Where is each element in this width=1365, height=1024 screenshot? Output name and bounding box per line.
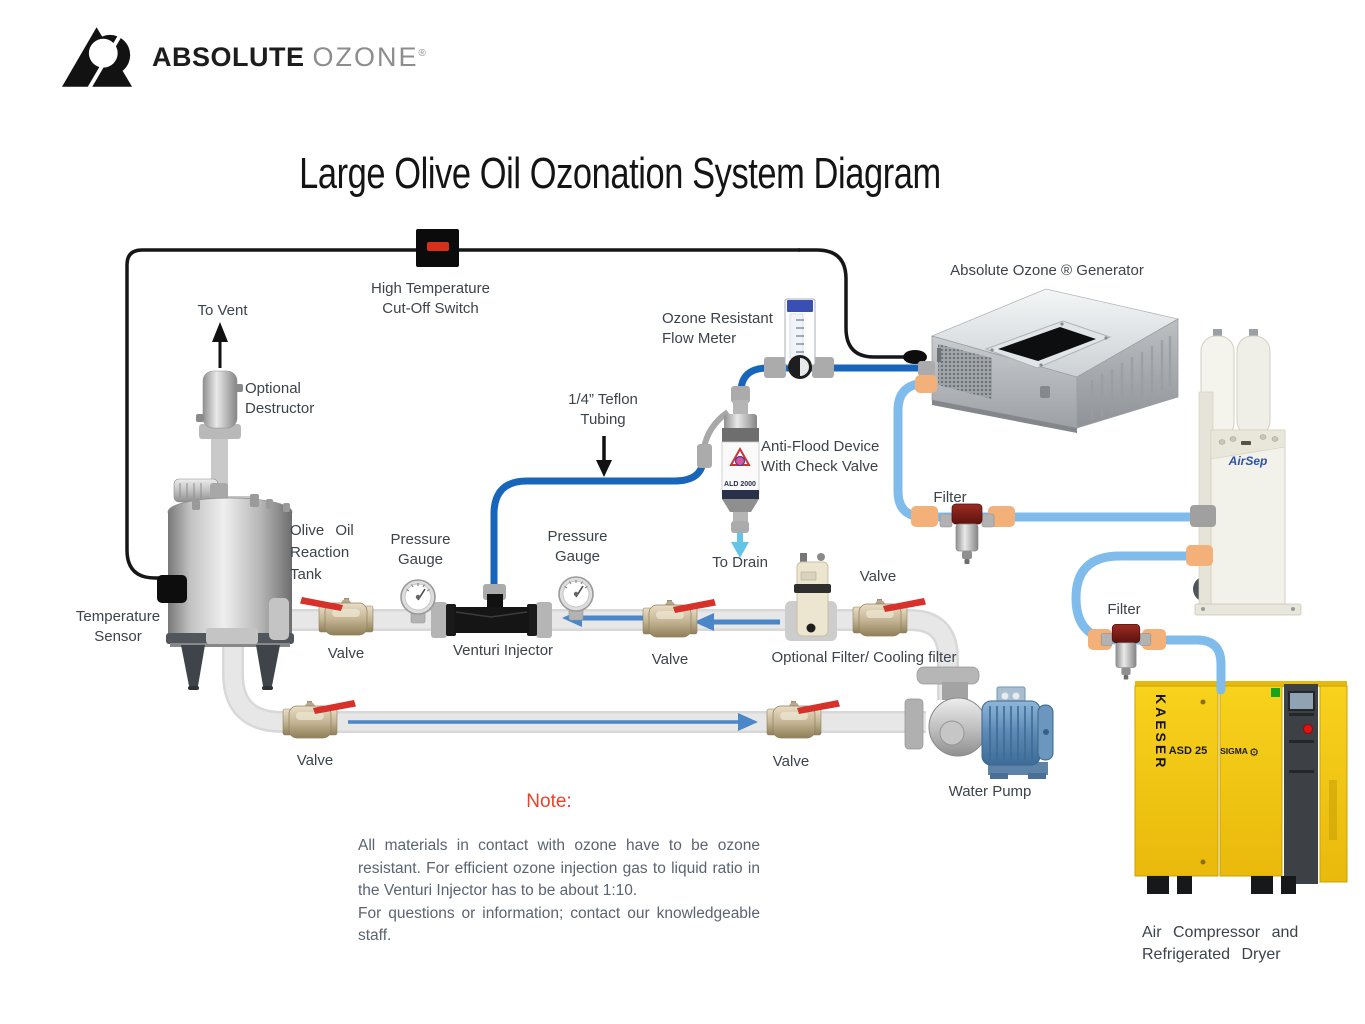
label-optional-filter: Optional Filter/ Cooling filter — [771, 649, 957, 666]
registered-mark: ® — [418, 47, 427, 59]
ozone-flow-meter — [784, 298, 816, 379]
water-piping — [211, 436, 959, 733]
note-paragraph-2: For questions or information; contact ou… — [358, 904, 760, 945]
brand-word-absolute: ABSOLUTE — [152, 41, 305, 72]
label-water-pump: Water Pump — [948, 783, 1032, 800]
note-paragraph-1: All materials in contact with ozone have… — [358, 837, 760, 899]
air-compressor: KAESER ASD 25 SIGMA ⚙ — [1134, 681, 1348, 894]
absolute-ozone-logo-icon — [62, 27, 133, 88]
high-temp-cutoff-switch — [416, 229, 459, 267]
brand-word-ozone: OZONE — [312, 41, 419, 72]
kaeser-model-text: ASD 25 — [1169, 745, 1208, 757]
temperature-sensor — [157, 575, 187, 603]
anti-flood-device: ALD 2000 — [721, 400, 760, 533]
label-ozone-generator: Absolute Ozone ® Generator — [950, 262, 1144, 279]
kaeser-series-text: SIGMA — [1220, 746, 1248, 756]
to-drain-arrow — [731, 532, 749, 558]
ozone-destructor — [196, 370, 243, 439]
anti-flood-model-text: ALD 2000 — [724, 481, 756, 488]
airsep-brand-text: AirSep — [1228, 454, 1268, 468]
label-to-vent: To Vent — [197, 302, 248, 319]
flow-arrows — [348, 609, 780, 731]
label-valve-injection-line: Valve — [651, 651, 689, 668]
to-vent-arrow — [212, 322, 228, 368]
label-filter-top: Filter — [933, 489, 967, 506]
note-body: All materials in contact with ozone have… — [358, 835, 760, 948]
label-valve-filter-line: Valve — [859, 568, 897, 585]
sigma-gear-icon: ⚙ — [1249, 747, 1259, 759]
ozone-generator — [930, 288, 1180, 433]
oxygen-concentrator: AirSep — [1193, 329, 1302, 616]
optional-cooling-filter — [785, 553, 837, 641]
teflon-pointer-arrow — [596, 436, 612, 477]
note-heading: Note: — [526, 791, 572, 812]
label-filter-bottom: Filter — [1107, 601, 1141, 618]
water-pump — [904, 666, 1054, 779]
control-wiring — [125, 248, 904, 580]
label-venturi-injector: Venturi Injector — [452, 642, 554, 659]
kaeser-brand-text: KAESER — [1153, 694, 1169, 770]
label-valve-suction-left: Valve — [296, 752, 334, 769]
label-valve-tank-outlet: Valve — [327, 645, 365, 662]
reaction-tank — [166, 478, 294, 690]
venturi-injector — [431, 594, 552, 638]
generator-power-plug — [903, 350, 927, 364]
page-title: Large Olive Oil Ozonation System Diagram — [299, 148, 941, 198]
label-to-drain: To Drain — [712, 554, 768, 571]
label-valve-suction-right: Valve — [772, 753, 810, 770]
